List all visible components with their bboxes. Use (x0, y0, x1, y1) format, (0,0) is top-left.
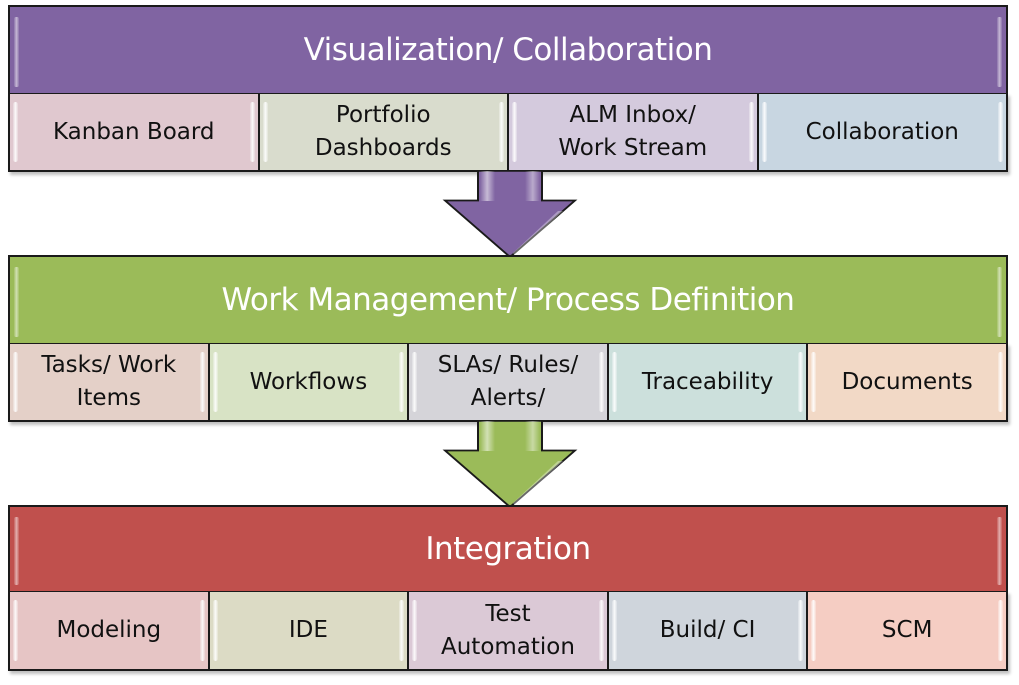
layer-items: Tasks/ Work Items Workflows SLAs/ Rules/… (8, 343, 1008, 422)
item-modeling: Modeling (10, 592, 210, 669)
item-portfolio-dashboards: Portfolio Dashboards (259, 94, 509, 170)
layer-items: Kanban Board Portfolio Dashboards ALM In… (8, 93, 1008, 172)
layer-items: Modeling IDE Test Automation Build/ CI S… (8, 591, 1008, 671)
layer-header: Work Management/ Process Definition (8, 255, 1008, 344)
layer-work-management-process-definition: Work Management/ Process Definition Task… (8, 255, 1008, 422)
item-kanban-board: Kanban Board (10, 94, 260, 170)
arrow-down-icon (442, 420, 578, 509)
item-build-ci: Build/ CI (608, 592, 809, 669)
layer-header: Visualization/ Collaboration (8, 5, 1008, 94)
item-tasks-work-items: Tasks/ Work Items (10, 344, 210, 420)
item-slas-rules-alerts: SLAs/ Rules/ Alerts/ (409, 344, 609, 420)
item-collaboration: Collaboration (758, 94, 1006, 170)
arrow-down-icon (442, 170, 578, 259)
item-traceability: Traceability (608, 344, 809, 420)
arrow-shape (442, 420, 578, 509)
item-scm: SCM (808, 592, 1006, 669)
item-test-automation: Test Automation (409, 592, 609, 669)
item-ide: IDE (209, 592, 410, 669)
item-documents: Documents (808, 344, 1006, 420)
layer-visualization-collaboration: Visualization/ Collaboration Kanban Boar… (8, 5, 1008, 172)
item-workflows: Workflows (209, 344, 410, 420)
layer-integration: Integration Modeling IDE Test Automation… (8, 505, 1008, 671)
item-alm-inbox-work-stream: ALM Inbox/ Work Stream (509, 94, 759, 170)
layer-header: Integration (8, 505, 1008, 592)
arrow-shape (442, 170, 578, 259)
